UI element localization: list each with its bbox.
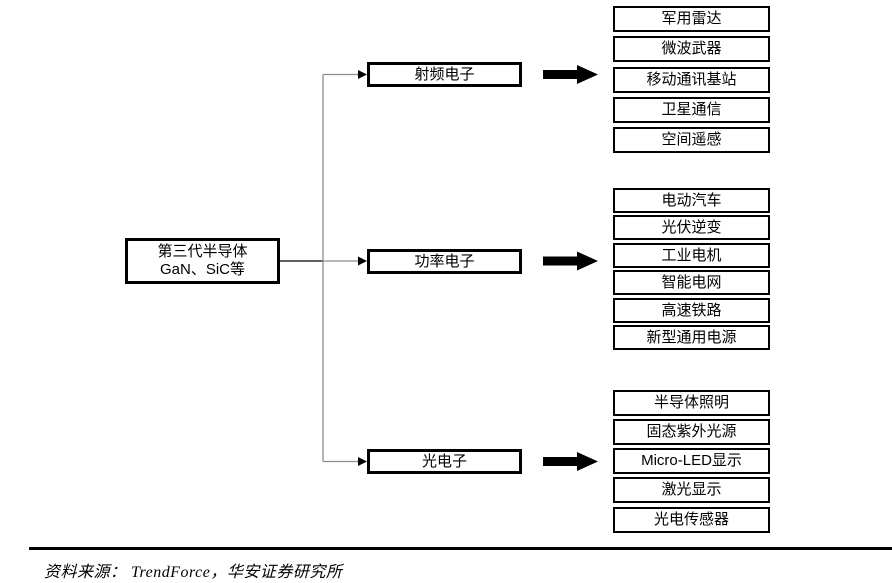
footer-divider: [29, 547, 892, 550]
leaf-node: 新型通用电源: [613, 325, 770, 350]
arrowhead-icon-pw: [358, 256, 367, 266]
leaf-node: Micro-LED显示: [613, 448, 770, 474]
block-arrow-icon-rf: [543, 65, 598, 84]
branch-node-rf-electronics: 射频电子: [367, 62, 522, 87]
leaf-node: 卫星通信: [613, 97, 770, 123]
source-attribution: 资料来源： TrendForce，华安证券研究所: [44, 564, 343, 581]
block-arrow-icon-op: [543, 452, 598, 471]
leaf-node: 电动汽车: [613, 188, 770, 213]
root-node: 第三代半导体 GaN、SiC等: [125, 238, 280, 284]
branch-label: 功率电子: [414, 252, 475, 270]
leaf-node: 智能电网: [613, 270, 770, 295]
block-arrow-icon-pw: [543, 251, 598, 271]
leaf-node: 光伏逆变: [613, 215, 770, 240]
root-label-line2: GaN、SiC等: [159, 261, 245, 278]
branch-label: 射频电子: [414, 65, 475, 83]
leaf-node: 微波武器: [613, 36, 770, 62]
leaf-node: 激光显示: [613, 477, 770, 503]
leaf-node: 工业电机: [613, 243, 770, 268]
branch-label: 光电子: [421, 452, 467, 470]
leaf-node: 光电传感器: [613, 507, 770, 533]
branch-node-power-electronics: 功率电子: [367, 249, 522, 274]
leaf-node: 军用雷达: [613, 6, 770, 32]
leaf-node: 空间遥感: [613, 127, 770, 153]
leaf-node: 移动通讯基站: [613, 67, 770, 93]
leaf-node: 半导体照明: [613, 390, 770, 416]
arrowhead-icon-op: [358, 457, 367, 466]
leaf-node: 固态紫外光源: [613, 419, 770, 445]
root-label-line1: 第三代半导体: [157, 243, 248, 260]
branch-node-optoelectronics: 光电子: [367, 449, 522, 474]
leaf-node: 高速铁路: [613, 298, 770, 323]
arrowhead-icon-rf: [358, 70, 367, 79]
